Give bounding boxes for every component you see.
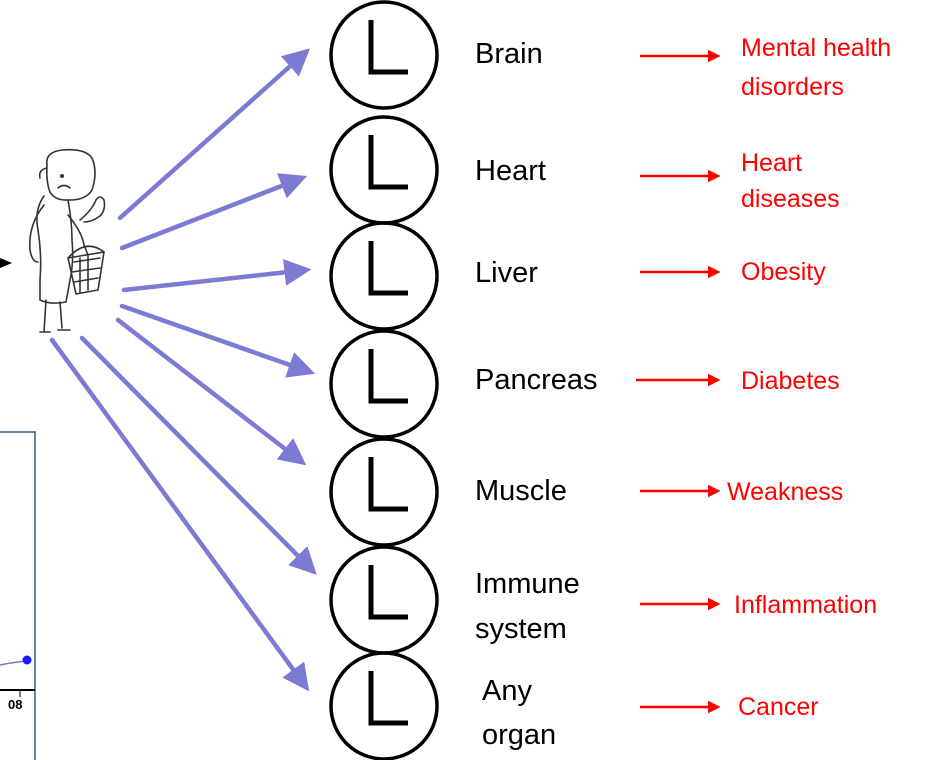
organ-label-liver: Liver — [475, 256, 538, 290]
arrow-to-brain — [120, 52, 306, 218]
arrow-to-heart — [122, 178, 302, 248]
organ-label-any-organ-line2: organ — [482, 718, 556, 752]
outcome-label-brain-line1: Mental health — [741, 33, 891, 63]
outcome-label-heart-line2: diseases — [741, 184, 840, 214]
outcome-label-muscle: Weakness — [727, 477, 843, 507]
organ-label-heart: Heart — [475, 154, 546, 188]
outcome-label-brain-line2: disorders — [741, 72, 844, 102]
clock-icon-pancreas — [331, 331, 437, 437]
organ-label-immune-line1: Immune — [475, 567, 580, 601]
person-with-basket-icon — [30, 150, 105, 332]
arrow-to-liver — [124, 270, 306, 290]
outcome-label-liver: Obesity — [741, 257, 826, 287]
clock-icon-any-organ — [331, 653, 437, 759]
inset-plot-point — [23, 656, 32, 665]
clock-icons — [331, 2, 437, 759]
clock-icon-immune — [331, 547, 437, 653]
arrow-to-muscle — [118, 320, 302, 462]
outcome-label-immune: Inflammation — [734, 590, 877, 620]
outcome-label-heart-line1: Heart — [741, 148, 802, 178]
clock-icon-brain — [331, 2, 437, 108]
organ-label-pancreas: Pancreas — [475, 363, 598, 397]
fan-arrows — [52, 52, 313, 687]
arrow-to-any-organ — [52, 340, 306, 687]
organ-label-immune-line2: system — [475, 612, 567, 646]
organ-label-muscle: Muscle — [475, 474, 567, 508]
outcome-arrows — [636, 56, 718, 707]
clock-icon-heart — [331, 117, 437, 223]
outcome-label-pancreas: Diabetes — [741, 366, 840, 396]
organ-label-any-organ-line1: Any — [482, 674, 532, 708]
inset-plot-tick-label: 08 — [8, 697, 22, 712]
outcome-label-any-organ: Cancer — [738, 692, 819, 722]
clock-icon-muscle — [331, 439, 437, 545]
clock-icon-liver — [331, 223, 437, 329]
arrow-to-pancreas — [122, 306, 310, 372]
organ-label-brain: Brain — [475, 37, 543, 71]
incoming-arrow-head — [0, 258, 12, 268]
